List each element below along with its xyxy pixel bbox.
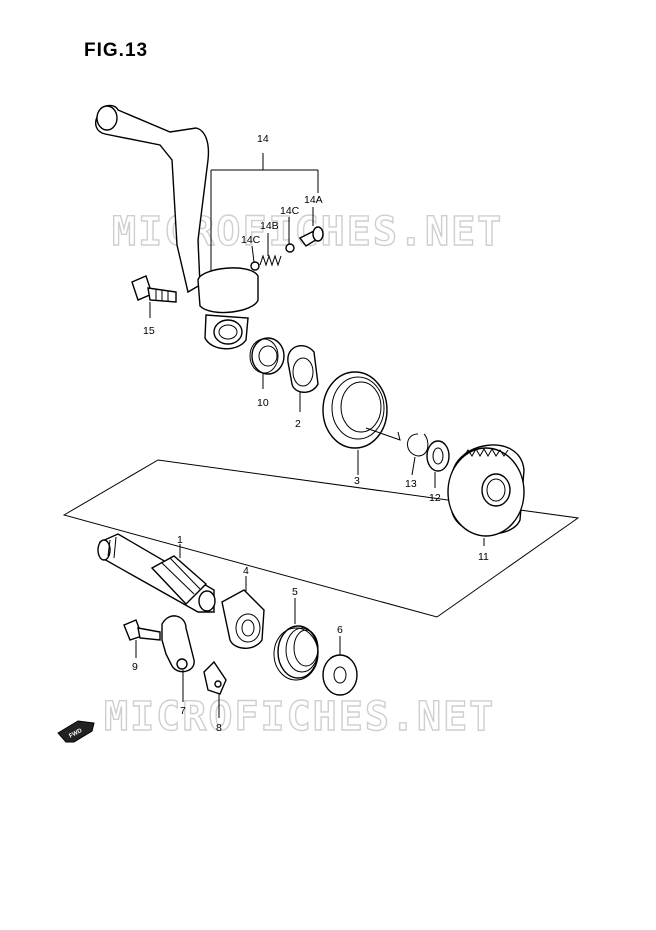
callout-9: 9 (132, 661, 138, 673)
kick-gear-11 (447, 444, 525, 537)
callout-1: 1 (177, 534, 183, 546)
watermark-bottom: MICROFICHES.NET (104, 694, 495, 740)
callout-10: 10 (257, 397, 269, 409)
callout-15: 15 (143, 325, 155, 337)
callout-14c-left: 14C (241, 234, 261, 246)
callout-6: 6 (337, 624, 343, 636)
spring-14b (259, 254, 282, 267)
callout-2: 2 (295, 418, 301, 430)
kick-shaft-1 (97, 533, 216, 613)
ball-14c-right (285, 243, 295, 253)
callout-13: 13 (405, 478, 417, 490)
bolt-14a (298, 226, 324, 247)
fwd-arrow-icon: FWD (57, 720, 95, 743)
callout-4: 4 (243, 565, 249, 577)
callout-3: 3 (354, 475, 360, 487)
spring-5 (273, 625, 319, 681)
callout-12: 12 (429, 492, 441, 504)
callout-14c-right: 14C (280, 205, 300, 217)
callout-7: 7 (180, 705, 186, 717)
figure-title: FIG.13 (84, 40, 149, 61)
callout-8: 8 (216, 722, 222, 734)
stopper-8 (203, 660, 227, 695)
watermark-top: MICROFICHES.NET (112, 209, 503, 255)
callout-14b: 14B (260, 220, 279, 232)
leader-lines (135, 207, 485, 718)
ball-14c-left (250, 261, 260, 271)
guide-plate-7 (161, 615, 195, 673)
callout-14: 14 (257, 133, 269, 145)
kick-starter-lever (95, 104, 259, 350)
kick-spring-3 (322, 371, 401, 449)
washer-12 (426, 440, 450, 472)
group-14-bracket (210, 153, 319, 282)
circlip-13 (407, 433, 429, 457)
spring-guide-2 (287, 344, 319, 393)
assembly-outline (62, 459, 580, 618)
oil-seal-10 (249, 337, 285, 375)
bolt-15 (131, 275, 177, 303)
callout-5: 5 (292, 586, 298, 598)
ratchet-4 (221, 589, 265, 649)
washer-6 (322, 654, 358, 696)
callout-11: 11 (478, 551, 489, 563)
callout-14a: 14A (304, 194, 323, 206)
bolt-9 (123, 619, 161, 641)
